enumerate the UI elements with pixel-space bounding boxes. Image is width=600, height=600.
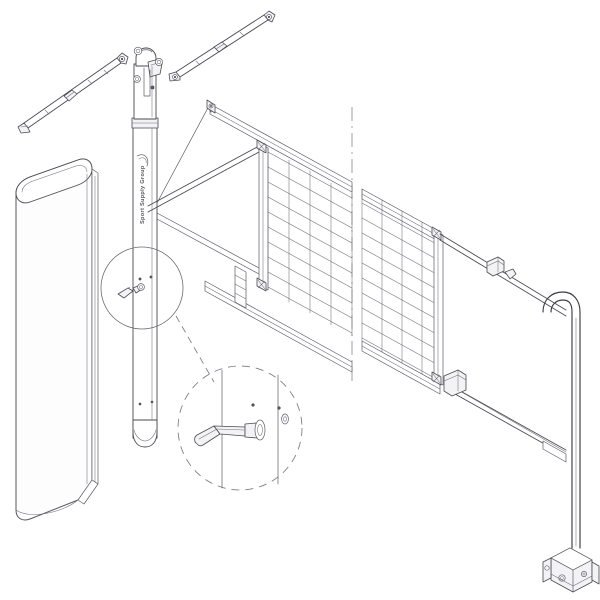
detail-callout-magnified: [177, 365, 303, 491]
top-cable: [439, 233, 567, 317]
net-mesh-right: [361, 188, 441, 382]
net-mesh-left: [267, 147, 353, 337]
detail-callout-source: [100, 246, 184, 330]
floor-socket: [542, 547, 600, 593]
upright-post-right: [542, 291, 581, 549]
post-pad: [15, 158, 99, 521]
antenna-right: [168, 10, 276, 82]
net-panel-left: [147, 99, 353, 373]
detail-leader-line: [175, 315, 215, 383]
winch-handle-magnified: [194, 403, 289, 447]
antenna-left: [17, 52, 129, 134]
net-panel-right: [361, 188, 444, 395]
winch-handle-small: [117, 283, 145, 299]
pole-brand-text: Sport Supply Group: [140, 165, 146, 224]
bottom-cable: [443, 369, 567, 463]
upright-post-left: Sport Supply Group: [131, 46, 163, 448]
